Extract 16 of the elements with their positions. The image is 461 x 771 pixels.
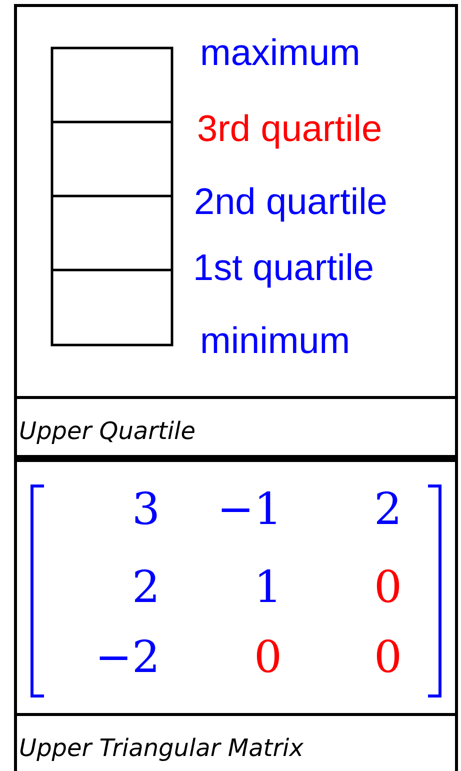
matrix-entry: 0: [373, 566, 402, 610]
matrix-entry: 0: [253, 636, 282, 680]
matrix-entry: −2: [94, 636, 160, 680]
quartile-label: 1st quartile: [193, 249, 374, 286]
matrix-entry: 3: [131, 488, 160, 532]
caption: Upper Quartile: [19, 419, 196, 443]
caption: Upper Triangular Matrix: [19, 736, 304, 760]
matrix-entry: 2: [131, 566, 160, 610]
matrix-entry: 0: [373, 636, 402, 680]
matrix-entry: 1: [253, 566, 282, 610]
quartile-label: minimum: [200, 322, 350, 359]
matrix-entry: 2: [373, 488, 402, 532]
quartile-label: 3rd quartile: [197, 110, 382, 147]
matrix-entry: −1: [216, 488, 282, 532]
quartile-label: maximum: [200, 34, 360, 71]
quartile-label: 2nd quartile: [194, 183, 388, 220]
